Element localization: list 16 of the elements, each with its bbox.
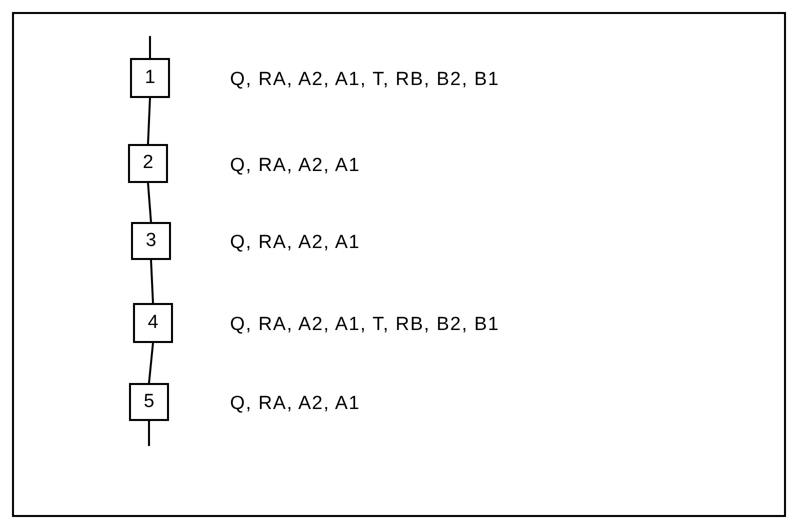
action-list: Q, RA, A2, A1	[230, 152, 360, 180]
action-list: Q, RA, A2, A1, T, RB, B2, B1	[230, 311, 500, 340]
step-box: 5	[129, 383, 169, 421]
action-list: Q, RA, A2, A1	[230, 229, 360, 258]
step-box: 2	[128, 144, 168, 183]
connector-line	[148, 342, 154, 384]
connector-line	[150, 260, 154, 304]
action-list: Q, RA, A2, A1, T, RB, B2, B1	[230, 66, 500, 94]
connector-line	[148, 421, 150, 446]
step-box: 4	[133, 303, 173, 343]
step-box: 1	[130, 58, 170, 98]
step-box: 3	[131, 222, 171, 260]
connector-line	[149, 36, 151, 58]
action-list: Q, RA, A2, A1	[230, 390, 360, 418]
connector-line	[147, 98, 151, 144]
connector-line	[147, 182, 152, 222]
